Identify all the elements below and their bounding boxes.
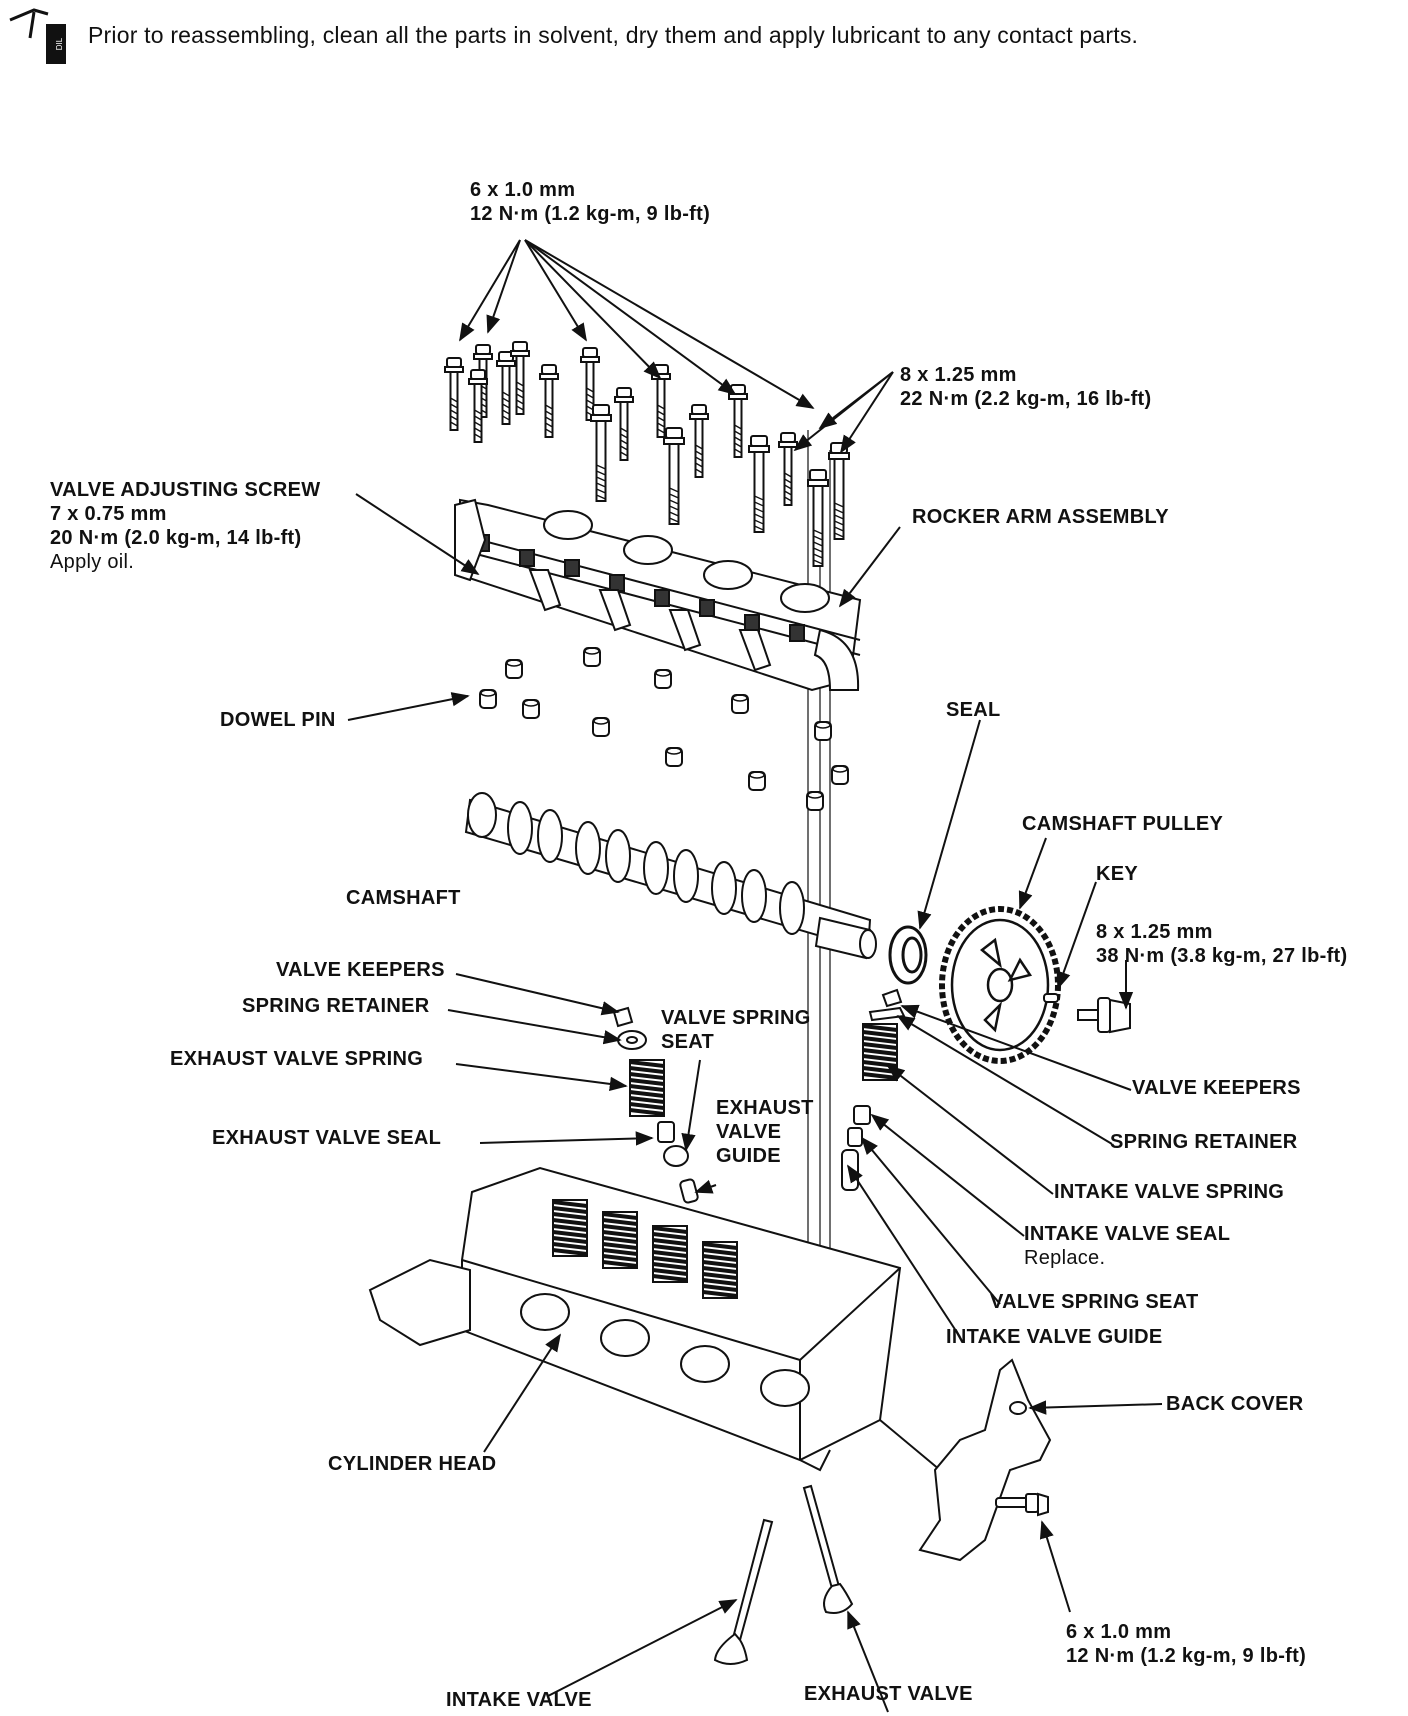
label-valve-spring-seat-right: VALVE SPRING SEAT — [990, 1291, 1199, 1313]
label-key: KEY — [1096, 863, 1139, 885]
label-back-cover: BACK COVER — [1166, 1393, 1304, 1415]
exhaust-valve-part — [802, 1484, 854, 1614]
seal-part — [888, 925, 928, 985]
label-bolts-6x1-0-size: 6 x 1.0 mm — [470, 179, 576, 201]
label-exhaust-valve-spring: EXHAUST VALVE SPRING — [170, 1048, 424, 1070]
manual-note-icon: DIL — [9, 8, 66, 64]
label-intake-valve-spring: INTAKE VALVE SPRING — [1054, 1181, 1285, 1203]
label-valve-adjusting-screw-note: Apply oil. — [50, 551, 135, 573]
label-cover-bolt-torque: 12 N·m (1.2 kg-m, 9 lb-ft) — [1066, 1645, 1307, 1667]
intake-valve-part — [713, 1518, 774, 1665]
reassembly-note: Prior to reassembling, clean all the par… — [88, 22, 1139, 48]
label-camshaft-pulley: CAMSHAFT PULLEY — [1022, 813, 1224, 835]
label-exhaust-valve-guide-l3: GUIDE — [716, 1145, 781, 1167]
label-intake-valve-guide: INTAKE VALVE GUIDE — [946, 1326, 1163, 1348]
label-cover-bolt-size: 6 x 1.0 mm — [1066, 1621, 1172, 1643]
label-valve-keepers-right: VALVE KEEPERS — [1132, 1077, 1301, 1099]
label-valve-adjusting-screw-name: VALVE ADJUSTING SCREW — [50, 479, 321, 501]
label-exhaust-valve: EXHAUST VALVE — [804, 1683, 973, 1705]
label-valve-adjusting-screw-size: 7 x 0.75 mm — [50, 503, 167, 525]
label-bolts-8x1-25-size: 8 x 1.25 mm — [900, 364, 1017, 386]
label-pulley-bolt-torque: 38 N·m (3.8 kg-m, 27 lb-ft) — [1096, 945, 1348, 967]
svg-text:DIL: DIL — [55, 37, 64, 50]
label-rocker-arm-assembly: ROCKER ARM ASSEMBLY — [912, 506, 1169, 528]
rocker-arm-assembly — [454, 498, 862, 692]
label-pulley-bolt: 8 x 1.25 mm 38 N·m (3.8 kg-m, 27 lb-ft) — [1096, 920, 1347, 968]
right-valve-train — [841, 988, 906, 1191]
label-dowel-pin: DOWEL PIN — [220, 709, 336, 731]
label-bolts-8x1-25: 8 x 1.25 mm 22 N·m (2.2 kg-m, 16 lb-ft) — [900, 363, 1151, 411]
label-valve-keepers-left: VALVE KEEPERS — [276, 959, 445, 981]
label-intake-valve-seal-note: Replace. — [1024, 1247, 1106, 1269]
key-part — [1043, 993, 1059, 1003]
camshaft-part — [464, 792, 877, 960]
label-exhaust-valve-guide: EXHAUST VALVE GUIDE — [716, 1096, 814, 1168]
label-cover-bolt: 6 x 1.0 mm 12 N·m (1.2 kg-m, 9 lb-ft) — [1066, 1620, 1306, 1668]
label-bolts-6x1-0: 6 x 1.0 mm 12 N·m (1.2 kg-m, 9 lb-ft) — [470, 178, 710, 226]
label-bolts-8x1-25-torque: 22 N·m (2.2 kg-m, 16 lb-ft) — [900, 388, 1152, 410]
label-valve-adjusting-screw: VALVE ADJUSTING SCREW 7 x 0.75 mm 20 N·m… — [50, 478, 320, 574]
label-spring-retainer-left: SPRING RETAINER — [242, 995, 430, 1017]
cover-bolt-part — [995, 1492, 1049, 1517]
label-seal: SEAL — [946, 699, 1001, 721]
label-pulley-bolt-size: 8 x 1.25 mm — [1096, 921, 1213, 943]
label-intake-valve: INTAKE VALVE — [446, 1689, 592, 1711]
label-exhaust-valve-guide-l1: EXHAUST — [716, 1097, 814, 1119]
label-spring-retainer-right: SPRING RETAINER — [1110, 1131, 1298, 1153]
label-bolts-6x1-0-torque: 12 N·m (1.2 kg-m, 9 lb-ft) — [470, 203, 711, 225]
label-valve-spring-seat-top: VALVE SPRING SEAT — [661, 1006, 811, 1054]
leader-arrows — [347, 239, 1163, 1713]
label-camshaft: CAMSHAFT — [346, 887, 461, 909]
label-intake-valve-seal-name: INTAKE VALVE SEAL — [1024, 1223, 1231, 1245]
label-exhaust-valve-guide-l2: VALVE — [716, 1121, 782, 1143]
label-valve-spring-seat-top-l2: SEAT — [661, 1031, 715, 1053]
label-exhaust-valve-seal: EXHAUST VALVE SEAL — [212, 1127, 442, 1149]
pulley-bolt-part — [1077, 997, 1131, 1034]
label-valve-spring-seat-top-l1: VALVE SPRING — [661, 1007, 811, 1029]
label-intake-valve-seal: INTAKE VALVE SEAL Replace. — [1024, 1222, 1230, 1270]
cylinder-head-part — [368, 1166, 941, 1472]
back-cover-part — [918, 1358, 1052, 1562]
camshaft-pulley-part — [939, 906, 1061, 1064]
label-valve-adjusting-screw-torque: 20 N·m (2.0 kg-m, 14 lb-ft) — [50, 527, 302, 549]
label-cylinder-head: CYLINDER HEAD — [328, 1453, 497, 1475]
